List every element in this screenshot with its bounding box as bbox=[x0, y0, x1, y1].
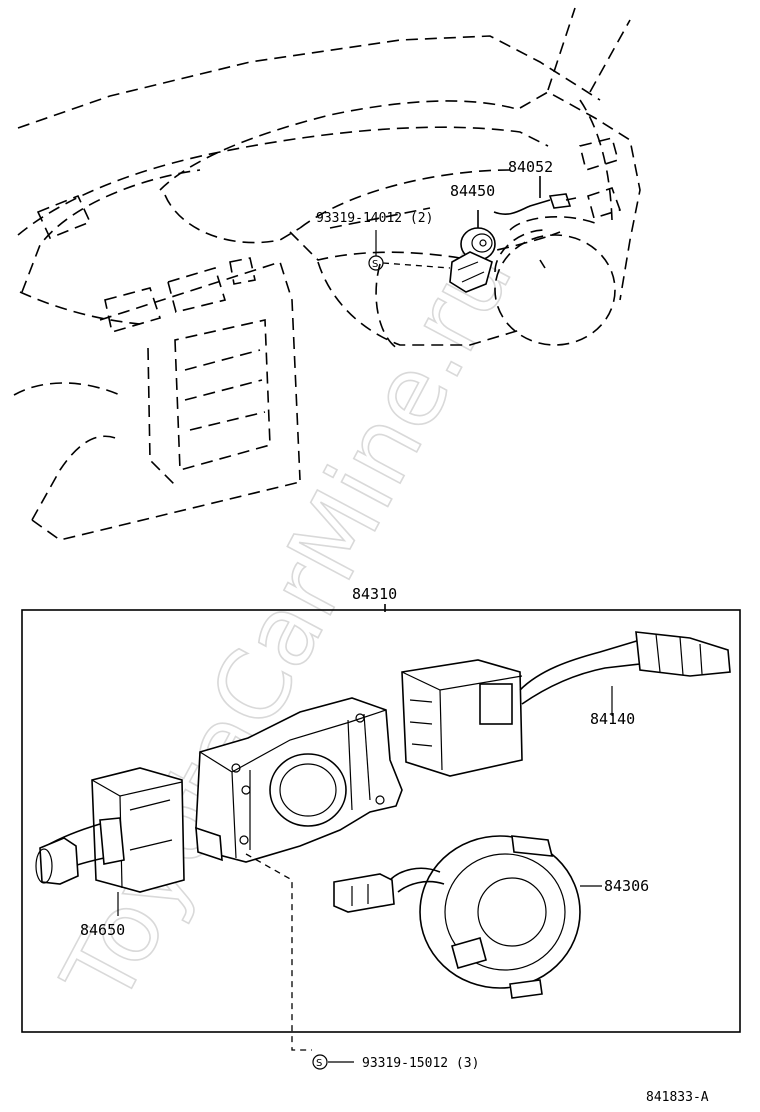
callout-93319-15012: 93319-15012 (3) bbox=[362, 1056, 479, 1071]
callout-84306: 84306 bbox=[604, 877, 649, 895]
callout-84310: 84310 bbox=[352, 585, 397, 603]
svg-text:S: S bbox=[316, 1058, 322, 1069]
lever-switch-84650 bbox=[35, 767, 185, 916]
bolt-lower: S bbox=[245, 853, 354, 1070]
callout-84650: 84650 bbox=[80, 921, 125, 939]
svg-text:S: S bbox=[372, 259, 378, 270]
key-cylinder-84450 bbox=[449, 210, 496, 293]
figure-id: 841833-A bbox=[646, 1090, 709, 1105]
callout-93319-14012: 93319-14012 (2) bbox=[316, 211, 433, 226]
callout-84140: 84140 bbox=[590, 710, 635, 728]
dashboard-illustration bbox=[13, 7, 641, 541]
warning-switch-84052 bbox=[493, 176, 577, 215]
bolt-upper: S bbox=[368, 230, 451, 271]
spiral-cable-84306 bbox=[333, 835, 602, 999]
assembly-frame-84310 bbox=[21, 609, 741, 1033]
switch-body-bracket bbox=[195, 697, 403, 863]
lever-switch-84140 bbox=[401, 631, 731, 777]
callout-84052: 84052 bbox=[508, 158, 553, 176]
callout-84450: 84450 bbox=[450, 182, 495, 200]
